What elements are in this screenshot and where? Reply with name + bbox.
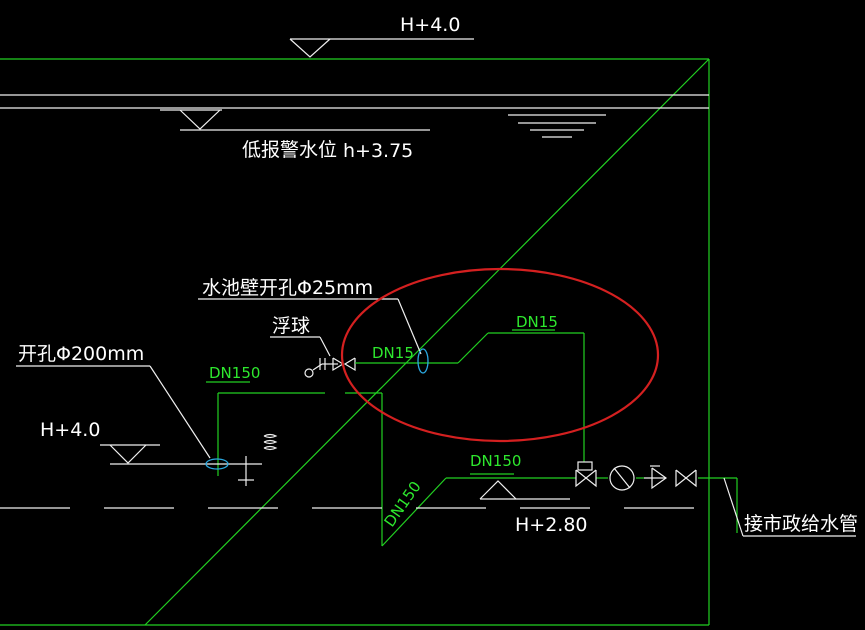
tank-outline (0, 58, 710, 626)
municipal-supply-label: 接市政给水管 (744, 513, 858, 535)
diagonal-break-line (144, 58, 710, 626)
hole-200-label: 开孔Φ200mm (18, 343, 144, 365)
dn150-label-lower: DN150 (470, 452, 521, 470)
top-elevation-label: H+4.0 (400, 14, 460, 36)
low-alarm-label: 低报警水位 (242, 139, 337, 161)
bottom-elevation-marker: H+2.80 (479, 480, 588, 536)
dn15-label-right: DN15 (516, 313, 558, 331)
municipal-supply-annotation: 接市政给水管 (723, 477, 858, 537)
gate-valve-icon (575, 469, 587, 488)
water-level-lines (0, 94, 709, 138)
float-ball-label: 浮球 (272, 315, 310, 337)
wall-hole-annotation: 水池壁开孔Φ25mm (198, 277, 422, 355)
low-alarm-elevation: h+3.75 (343, 140, 413, 162)
dn150-overflow-pipe: DN150 DN150 (206, 364, 447, 547)
low-alarm-marker: 低报警水位 h+3.75 (160, 109, 430, 162)
float-ball-icon (304, 368, 314, 378)
dn15-pipe: DN15 DN15 (355, 313, 585, 462)
float-ball-annotation: 浮球 (270, 315, 356, 378)
dn150-label-diagonal: DN150 (381, 478, 425, 530)
left-elevation-label: H+4.0 (40, 419, 100, 441)
dn15-label-left: DN15 (372, 344, 414, 362)
top-elevation-marker: H+4.0 (289, 14, 474, 58)
hole-200-marker (205, 458, 229, 470)
check-valve-icon (651, 467, 668, 490)
isolation-valve-icon (675, 469, 687, 488)
wall-hole-label: 水池壁开孔Φ25mm (202, 277, 373, 299)
float-valve-icon (332, 357, 345, 372)
dn150-label-upper: DN150 (209, 364, 260, 382)
water-meter-icon (609, 465, 635, 491)
float-spring-icon (263, 433, 278, 451)
supply-line: DN150 (446, 452, 738, 533)
highlight-ellipse (340, 267, 660, 443)
hole-200-annotation: 开孔Φ200mm H+4.0 (16, 343, 278, 486)
wall-hole-marker (417, 348, 429, 374)
bottom-elevation-label: H+2.80 (515, 514, 588, 536)
